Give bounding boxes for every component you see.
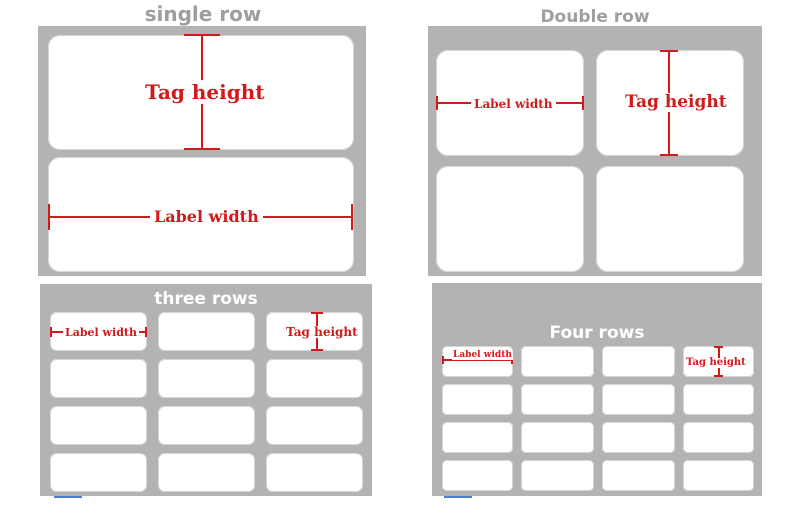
tag-height-label: Tag height: [142, 80, 268, 104]
label-width-cap-right: [351, 204, 353, 230]
label-width-cap-right: [511, 356, 513, 364]
label-sheet-slot: [50, 453, 147, 492]
four-rows-title: Four rows: [549, 323, 645, 343]
label-sheet-slot: [596, 166, 744, 272]
label-sheet-slot: [266, 406, 363, 445]
tag-height-label: Tag height: [685, 357, 747, 368]
label-width-cap-right: [582, 96, 584, 110]
label-sheet-slot: [602, 460, 675, 491]
three-rows-panel: three rows: [40, 284, 372, 496]
label-sheet-slot: [158, 359, 255, 398]
double-row-panel: [428, 26, 762, 276]
label-sheet-slot: [521, 346, 594, 377]
label-sheet-slot: [266, 453, 363, 492]
label-width-label: Label width: [150, 208, 263, 226]
label-sheet-slot: [442, 384, 513, 415]
label-sheet-slot: [50, 406, 147, 445]
label-width-cap-right: [145, 327, 147, 337]
label-sheet-slot: [158, 453, 255, 492]
label-width-line: [442, 359, 513, 361]
label-sheet-slot: [436, 166, 584, 272]
tag-height-cap-bottom: [714, 375, 723, 377]
three-rows-title: three rows: [154, 289, 258, 309]
label-width-label: Label width: [452, 350, 513, 360]
label-sheet-slot: [602, 346, 675, 377]
label-sheet-slot: [266, 359, 363, 398]
label-sheet-slot: [442, 460, 513, 491]
tag-height-label: Tag height: [622, 93, 730, 112]
label-sheet-slot: [521, 460, 594, 491]
label-sheet-slot: [602, 384, 675, 415]
label-sheet-slot: [158, 312, 255, 351]
tag-height-cap-bottom: [184, 148, 220, 150]
blue-mark: [444, 496, 472, 498]
tag-height-cap-bottom: [660, 154, 678, 156]
blue-mark: [54, 496, 82, 498]
label-width-label: Label width: [471, 97, 556, 111]
label-sheet-slot: [683, 460, 754, 491]
label-sheet-slot: [602, 422, 675, 453]
label-sheet-slot: [683, 422, 754, 453]
label-sheet-slot: [442, 422, 513, 453]
double-row-title: Double row: [540, 7, 650, 27]
label-sheet-slot: [50, 359, 147, 398]
label-sheet-slot: [158, 406, 255, 445]
tag-height-cap-bottom: [311, 349, 323, 351]
label-width-label: Label width: [63, 326, 139, 339]
tag-height-label: Tag height: [284, 325, 360, 339]
single-row-title: single row: [144, 2, 262, 26]
label-sheet-slot: [521, 384, 594, 415]
label-sheet-slot: [521, 422, 594, 453]
four-rows-panel: Four rows: [432, 283, 762, 496]
label-sheet-slot: [683, 384, 754, 415]
